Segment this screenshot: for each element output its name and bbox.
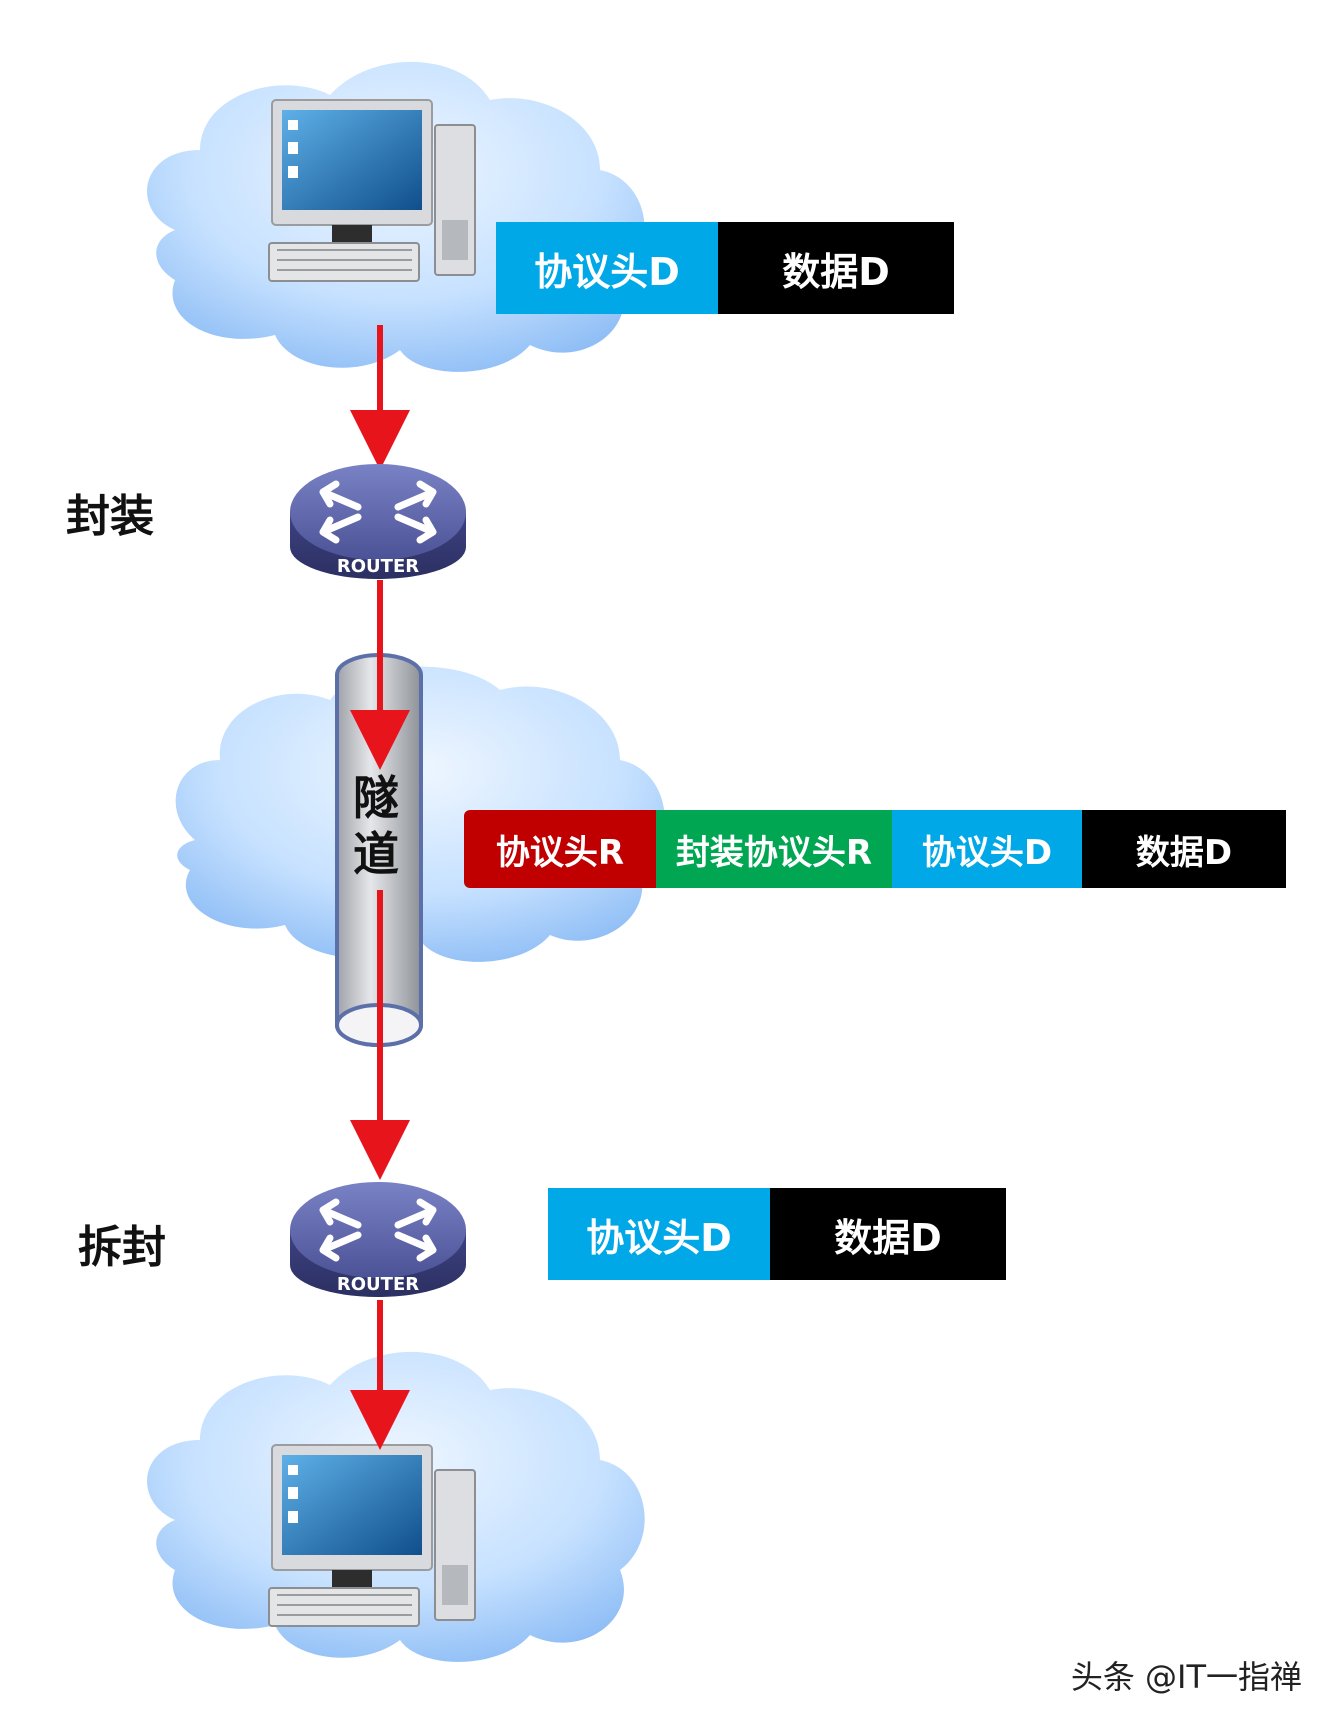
computer-icon-top [268, 99, 476, 282]
packet-middle-seg-1: 封装协议头R [656, 810, 892, 888]
computer-icon-bottom [268, 1444, 476, 1627]
packet-middle-seg-3: 数据D [1082, 810, 1286, 888]
packet-middle-seg-2: 协议头D [892, 810, 1082, 888]
packet-top-seg-0: 协议头D [496, 222, 718, 314]
decapsulate-label: 拆封 [78, 1222, 166, 1273]
encapsulate-label: 封装 [66, 491, 154, 542]
packet-bottom-seg-0: 协议头D [548, 1188, 770, 1280]
tunnel-char-1: 隧 [353, 771, 399, 825]
router-icon-decapsulate: ROUTER [290, 1182, 466, 1297]
packet-top-seg-1: 数据D [718, 222, 954, 314]
tunnel-char-2: 道 [353, 827, 399, 881]
packet-bottom: 协议头D 数据D [548, 1188, 1006, 1280]
router-label-2: ROUTER [337, 1274, 419, 1295]
watermark: 头条 @IT一指禅 [1070, 1658, 1302, 1696]
packet-top: 协议头D 数据D [496, 222, 954, 314]
router-label-1: ROUTER [337, 556, 419, 577]
packet-middle-seg-0: 协议头R [464, 810, 656, 888]
packet-bottom-seg-1: 数据D [770, 1188, 1006, 1280]
packet-middle: 协议头R 封装协议头R 协议头D 数据D [464, 810, 1286, 888]
tunnel-label: 隧 道 [346, 770, 406, 882]
router-icon-encapsulate: ROUTER [290, 464, 466, 579]
